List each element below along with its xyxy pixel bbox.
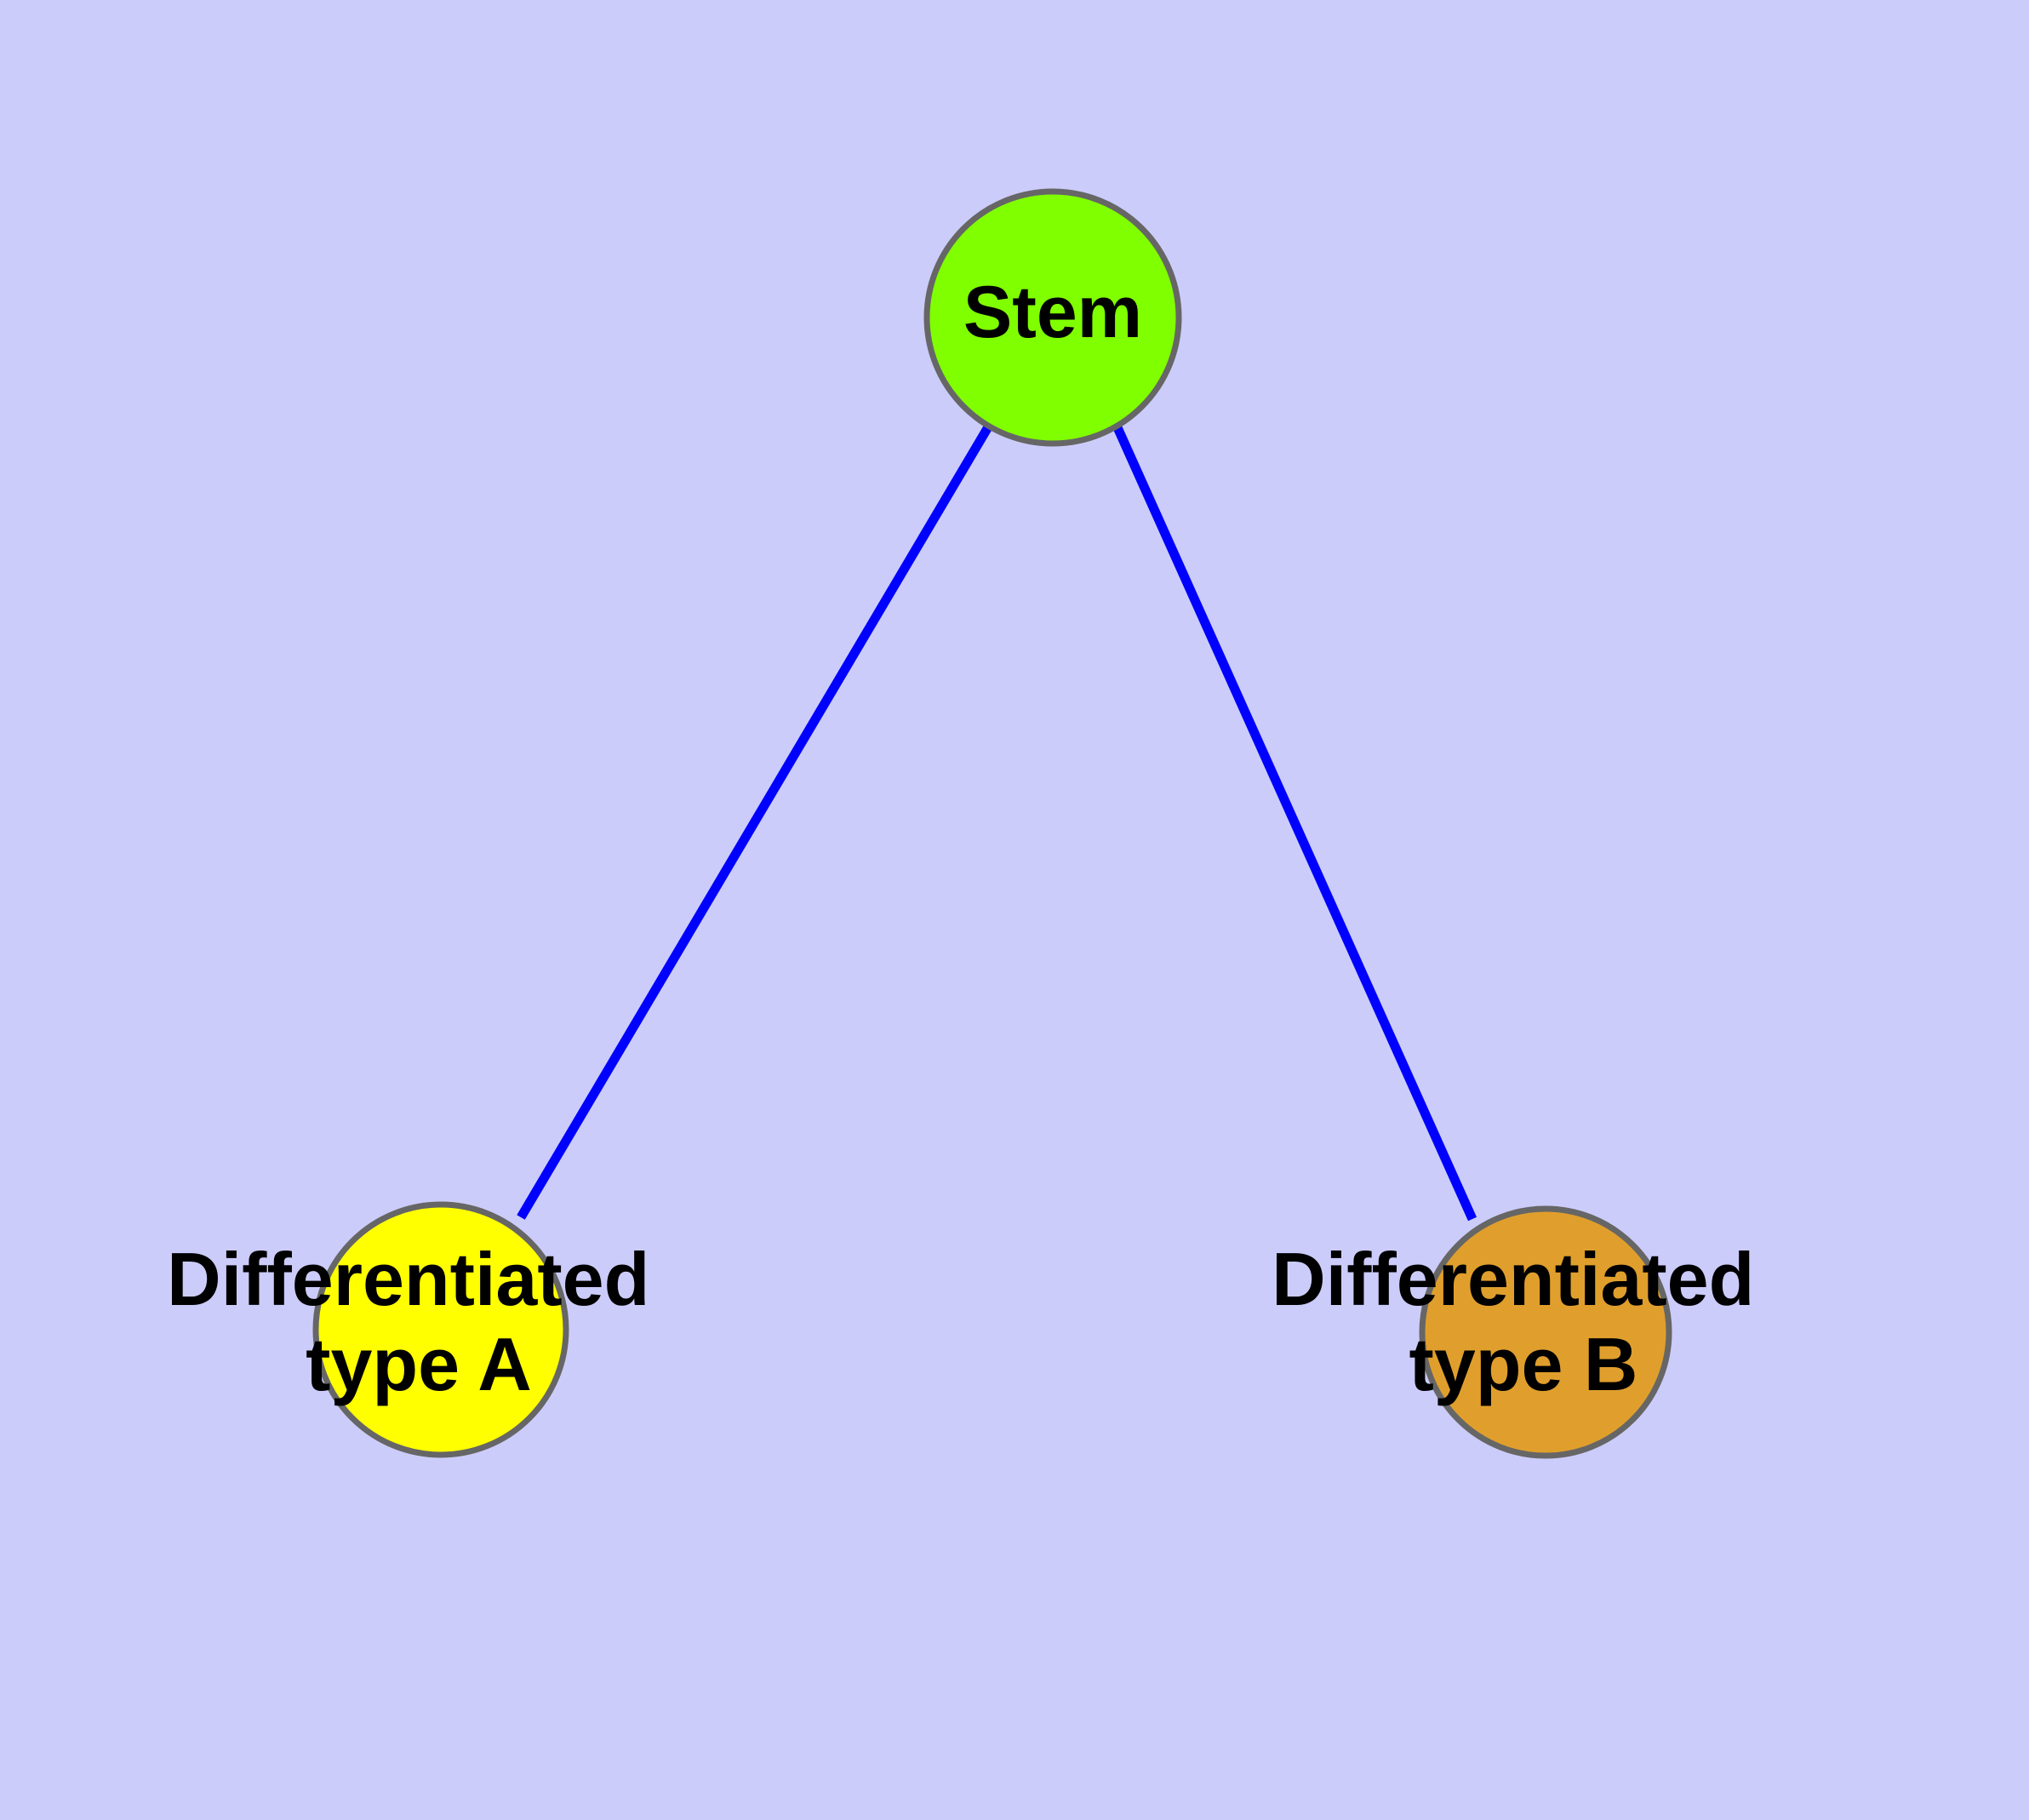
node-label-diff-b: Differentiated type B bbox=[1272, 1237, 1775, 1406]
node-circle-diff-a[interactable] bbox=[312, 1201, 569, 1458]
node-stem[interactable]: Stem bbox=[923, 188, 1182, 447]
node-diff-b[interactable]: Differentiated type B bbox=[1272, 1205, 1775, 1459]
edge-stem-to-diff-a[interactable] bbox=[517, 423, 993, 1220]
node-label-diff-b-line2: type B bbox=[1409, 1322, 1638, 1406]
node-label-stem: Stem bbox=[963, 272, 1142, 353]
node-circle-diff-b[interactable] bbox=[1419, 1205, 1672, 1459]
edges-layer bbox=[517, 423, 1477, 1222]
node-label-diff-a-line1: Differentiated bbox=[167, 1237, 649, 1321]
node-label-stem-line1: Stem bbox=[963, 272, 1142, 353]
node-label-diff-b-line1: Differentiated bbox=[1272, 1237, 1754, 1321]
node-label-diff-a: Differentiated type A bbox=[167, 1237, 671, 1406]
node-diff-a[interactable]: Differentiated type A bbox=[167, 1201, 671, 1458]
node-circle-stem[interactable] bbox=[923, 188, 1182, 447]
edge-stem-to-diff-b[interactable] bbox=[1112, 423, 1477, 1222]
node-label-diff-a-line2: type A bbox=[306, 1322, 532, 1406]
